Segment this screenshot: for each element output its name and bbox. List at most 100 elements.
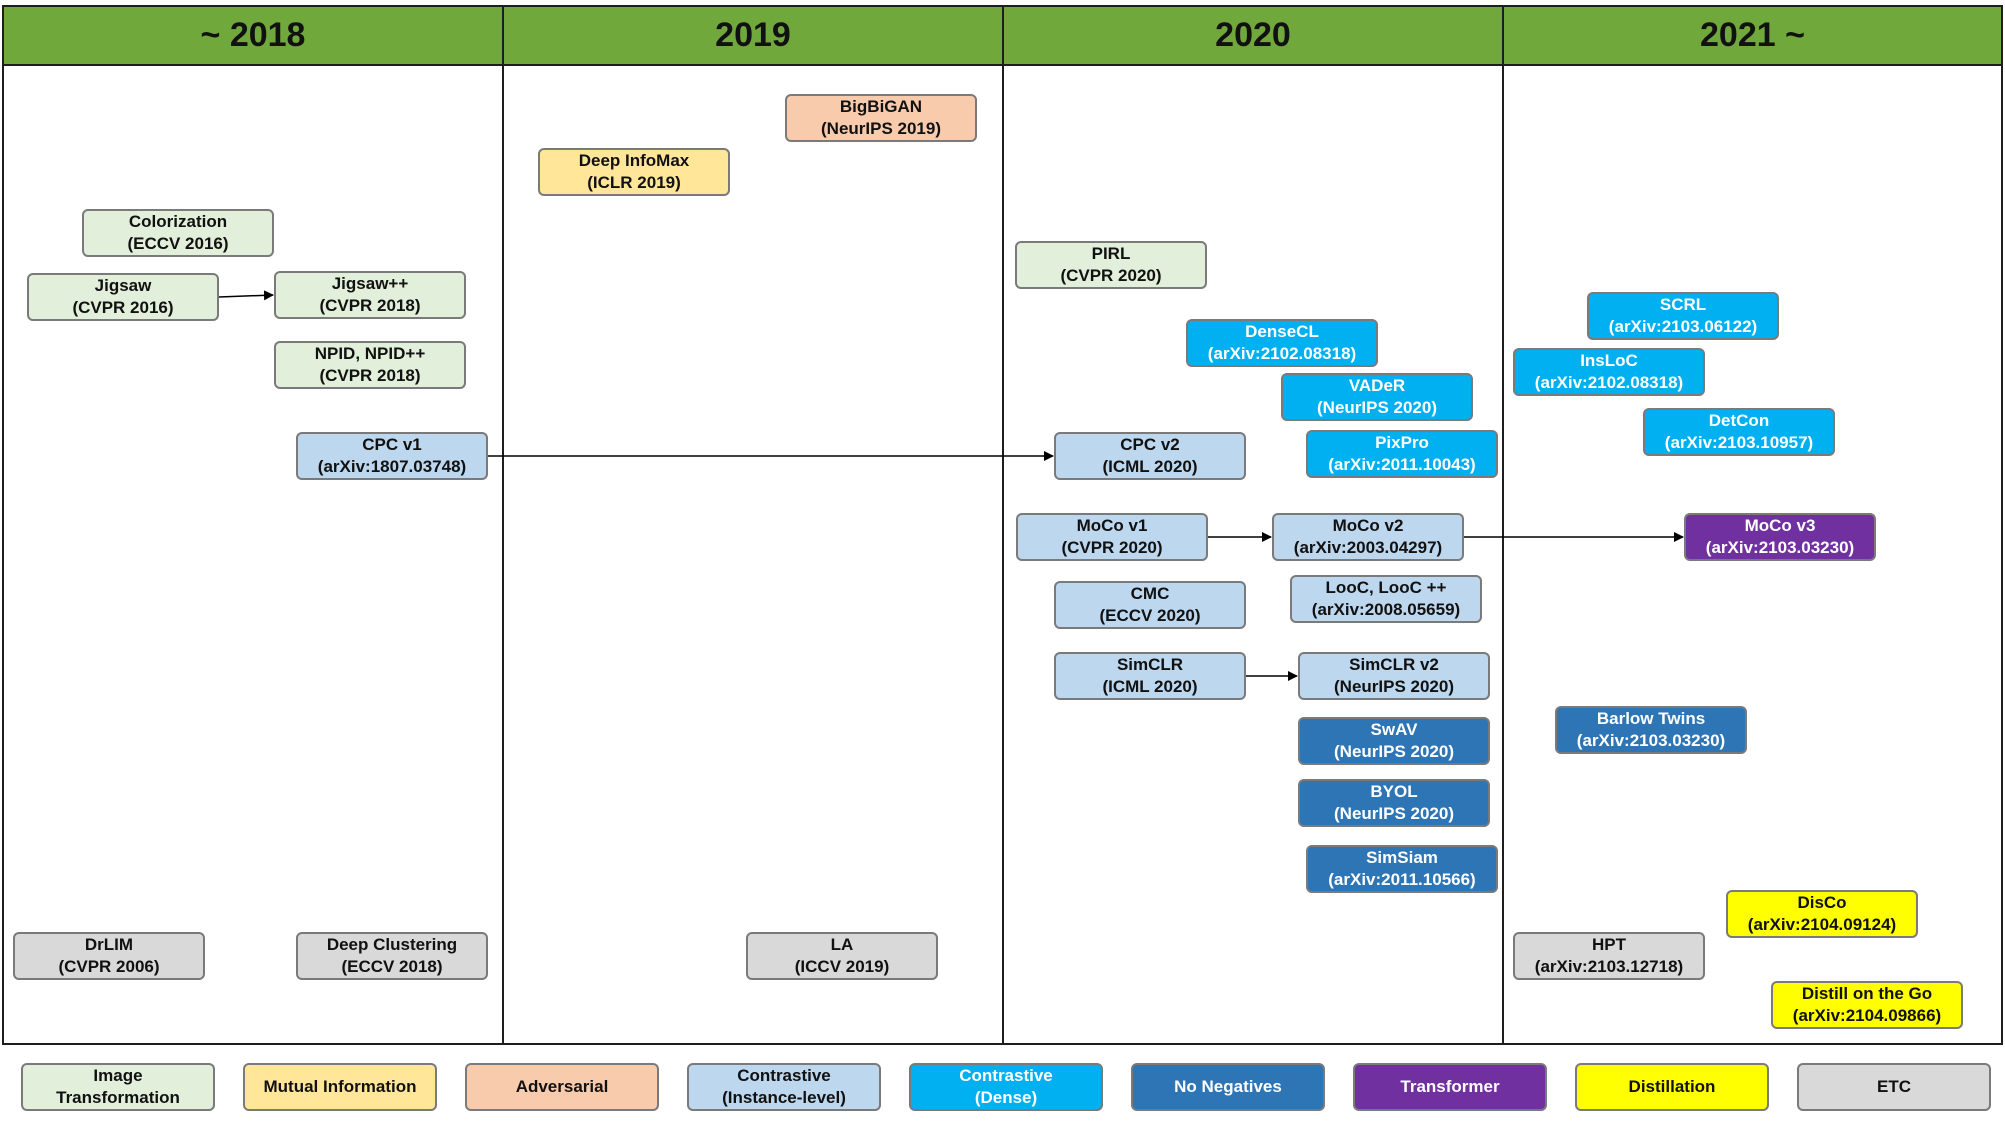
node-detcon-line-2: (arXiv:2103.10957)	[1664, 433, 1814, 452]
node-cpcv1-line-2: (arXiv:1807.03748)	[317, 457, 467, 476]
legend-no-negatives: No Negatives	[1131, 1063, 1325, 1111]
node-byol: BYOL(NeurIPS 2020)	[1298, 779, 1490, 827]
header-2020: 2020	[1002, 5, 1504, 66]
node-simsiam-line-2: (arXiv:2011.10566)	[1328, 870, 1476, 889]
node-cpcv1-line-1: CPC v1	[362, 435, 422, 454]
node-vader: VADeR (NeurIPS 2020)	[1281, 373, 1473, 421]
node-densecl: DenseCL (arXiv:2102.08318)	[1186, 319, 1378, 367]
node-jigsawpp-line-2: (CVPR 2018)	[319, 296, 421, 315]
node-pixpro-line-1: PixPro	[1375, 433, 1429, 452]
node-bigbigan-line-1: BigBiGAN	[839, 97, 923, 116]
node-swav-line-2: (NeurIPS 2020)	[1334, 742, 1454, 761]
node-la-line-1: LA	[830, 935, 854, 954]
legend-distillation-line-1: Distillation	[1628, 1077, 1716, 1096]
node-cpcv2: CPC v2(ICML 2020)	[1054, 432, 1246, 480]
header-2021: 2021 ~	[1502, 5, 2003, 66]
node-colorization-line-2: (ECCV 2016)	[127, 234, 229, 253]
node-cmc-line-2: (ECCV 2020)	[1099, 606, 1201, 625]
node-la: LA (ICCV 2019)	[746, 932, 938, 980]
node-npid-line-2: (CVPR 2018)	[319, 366, 421, 385]
node-hpt: HPT (arXiv:2103.12718)	[1513, 932, 1705, 980]
node-simclr: SimCLR (ICML 2020)	[1054, 652, 1246, 700]
node-deepclustering: Deep Clustering (ECCV 2018)	[296, 932, 488, 980]
node-mocov2-line-2: (arXiv:2003.04297)	[1293, 538, 1443, 557]
legend-etc: ETC	[1797, 1063, 1991, 1111]
node-deepclustering-line-2: (ECCV 2018)	[341, 957, 443, 976]
node-insloc-line-1: InsLoC	[1580, 351, 1638, 370]
node-disco-line-2: (arXiv:2104.09124)	[1747, 915, 1897, 934]
node-densecl-line-2: (arXiv:2102.08318)	[1207, 344, 1357, 363]
node-scrl-line-2: (arXiv:2103.06122)	[1608, 317, 1758, 336]
legend-image-transformation-line-2: Transformation	[56, 1088, 180, 1107]
header-title: 2019	[715, 16, 791, 54]
node-vader-line-2: (NeurIPS 2020)	[1317, 398, 1437, 417]
node-vader-line-1: VADeR	[1348, 376, 1406, 395]
node-mocov1-line-1: MoCo v1	[1076, 516, 1148, 535]
node-simclr-line-2: (ICML 2020)	[1102, 677, 1198, 696]
node-deepclustering-line-1: Deep Clustering	[326, 935, 458, 954]
node-looc-line-1: LooC, LooC ++	[1325, 578, 1447, 597]
node-pirl-line-2: (CVPR 2020)	[1060, 266, 1162, 285]
header-2018: ~ 2018	[2, 5, 504, 66]
node-npid: NPID, NPID++(CVPR 2018)	[274, 341, 466, 389]
legend-adversarial-line-1: Adversarial	[515, 1077, 609, 1096]
legend-contrastive-instance-line-2: (Instance-level)	[722, 1088, 846, 1107]
node-cpcv2-line-2: (ICML 2020)	[1102, 457, 1198, 476]
legend-distillation: Distillation	[1575, 1063, 1769, 1111]
node-simclrv2-line-1: SimCLR v2	[1349, 655, 1439, 674]
node-disco-line-1: DisCo	[1797, 893, 1847, 912]
legend-mutual-information: Mutual Information	[243, 1063, 437, 1111]
node-scrl-line-1: SCRL	[1659, 295, 1707, 314]
node-hpt-line-1: HPT	[1592, 935, 1626, 954]
node-detcon: DetCon (arXiv:2103.10957)	[1643, 408, 1835, 456]
node-jigsawpp: Jigsaw++ (CVPR 2018)	[274, 271, 466, 319]
node-deepinfomax-line-2: (ICLR 2019)	[587, 173, 681, 192]
node-densecl-line-1: DenseCL	[1245, 322, 1319, 341]
node-detcon-line-1: DetCon	[1708, 411, 1770, 430]
node-simclrv2: SimCLR v2(NeurIPS 2020)	[1298, 652, 1490, 700]
node-mocov2: MoCo v2(arXiv:2003.04297)	[1272, 513, 1464, 561]
header-title: 2021 ~	[1700, 16, 1805, 54]
node-simsiam: SimSiam(arXiv:2011.10566)	[1306, 845, 1498, 893]
node-deepinfomax-line-1: Deep InfoMax	[578, 151, 690, 170]
node-drlim-line-1: DrLIM	[84, 935, 134, 954]
node-byol-line-1: BYOL	[1370, 782, 1418, 801]
node-mocov3: MoCo v3(arXiv:2103.03230)	[1684, 513, 1876, 561]
legend-contrastive-dense: Contrastive(Dense)	[909, 1063, 1103, 1111]
node-jigsaw-line-1: Jigsaw	[94, 276, 152, 295]
column-2019	[502, 66, 1004, 1045]
node-looc-line-2: (arXiv:2008.05659)	[1311, 600, 1461, 619]
node-hpt-line-2: (arXiv:2103.12718)	[1534, 957, 1684, 976]
legend-contrastive-instance-line-1: Contrastive	[737, 1066, 831, 1085]
node-colorization: Colorization (ECCV 2016)	[82, 209, 274, 257]
node-la-line-2: (ICCV 2019)	[794, 957, 890, 976]
node-simclr-line-1: SimCLR	[1116, 655, 1184, 674]
legend-mutual-information-line-1: Mutual Information	[263, 1077, 417, 1096]
node-cmc: CMC(ECCV 2020)	[1054, 581, 1246, 629]
legend-no-negatives-line-1: No Negatives	[1174, 1077, 1282, 1096]
column-2021	[1502, 66, 2003, 1045]
node-bigbigan: BigBiGAN (NeurIPS 2019)	[785, 94, 977, 142]
node-barlow-line-1: Barlow Twins	[1596, 709, 1706, 728]
node-jigsawpp-line-1: Jigsaw++	[331, 274, 409, 293]
node-bigbigan-line-2: (NeurIPS 2019)	[821, 119, 941, 138]
node-pirl-line-1: PIRL	[1091, 244, 1131, 263]
legend-transformer-line-1: Transformer	[1400, 1077, 1500, 1096]
legend-contrastive-dense-line-1: Contrastive	[959, 1066, 1053, 1085]
node-mocov1: MoCo v1 (CVPR 2020)	[1016, 513, 1208, 561]
node-distillgo-line-1: Distill on the Go	[1801, 984, 1933, 1003]
node-pixpro: PixPro(arXiv:2011.10043)	[1306, 430, 1498, 478]
node-jigsaw-line-2: (CVPR 2016)	[72, 298, 174, 317]
node-scrl: SCRL (arXiv:2103.06122)	[1587, 292, 1779, 340]
legend-image-transformation-line-1: Image	[93, 1066, 143, 1085]
node-swav: SwAV (NeurIPS 2020)	[1298, 717, 1490, 765]
legend-transformer: Transformer	[1353, 1063, 1547, 1111]
node-insloc: InsLoC(arXiv:2102.08318)	[1513, 348, 1705, 396]
node-colorization-line-1: Colorization	[128, 212, 228, 231]
node-mocov3-line-1: MoCo v3	[1744, 516, 1816, 535]
legend-adversarial: Adversarial	[465, 1063, 659, 1111]
node-swav-line-1: SwAV	[1370, 720, 1418, 739]
node-mocov1-line-2: (CVPR 2020)	[1061, 538, 1163, 557]
